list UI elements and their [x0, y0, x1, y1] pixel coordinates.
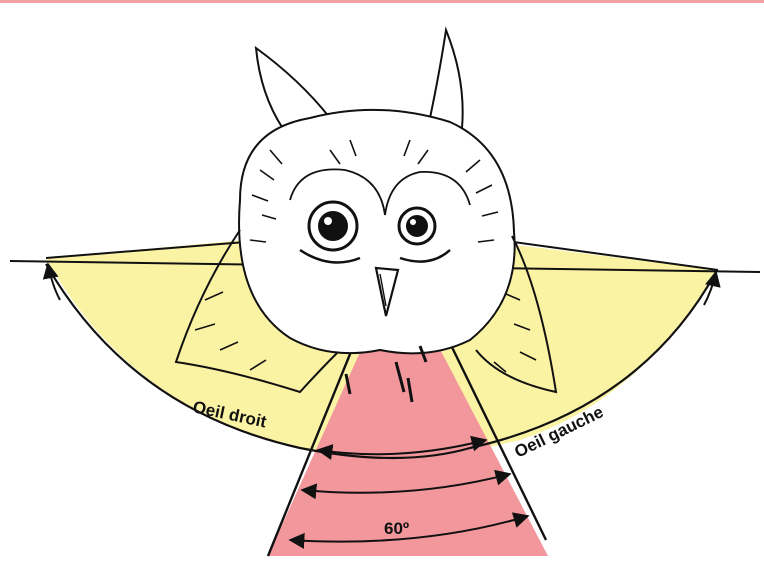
- owl-chest-marks: [344, 345, 428, 403]
- owl-pupil-left: [406, 215, 428, 237]
- binocular-arc-middle: [300, 469, 512, 500]
- binocular-arc-top: [316, 435, 488, 460]
- owl-beak-shade: [379, 273, 387, 307]
- owl-feather-strokes: [194, 139, 537, 373]
- top-accent-bar: [0, 0, 764, 3]
- owl-head-icon: [174, 26, 558, 403]
- owl-body-right: [475, 235, 558, 394]
- left-field-arrow: [703, 270, 721, 306]
- owl-facial-disc: [289, 168, 471, 216]
- binocular-arc-bottom: [288, 512, 530, 549]
- owl-head-outline: [238, 108, 516, 355]
- binocular-angle-label: 60º: [384, 519, 409, 538]
- owl-highlight-left: [410, 219, 416, 225]
- right-field-arrow: [42, 262, 61, 301]
- owl-pupil-right: [318, 211, 348, 241]
- owl-body-left: [174, 229, 339, 394]
- owl-markings: [299, 248, 451, 264]
- owl-ear-right: [428, 26, 464, 130]
- owl-highlight-right: [324, 217, 332, 225]
